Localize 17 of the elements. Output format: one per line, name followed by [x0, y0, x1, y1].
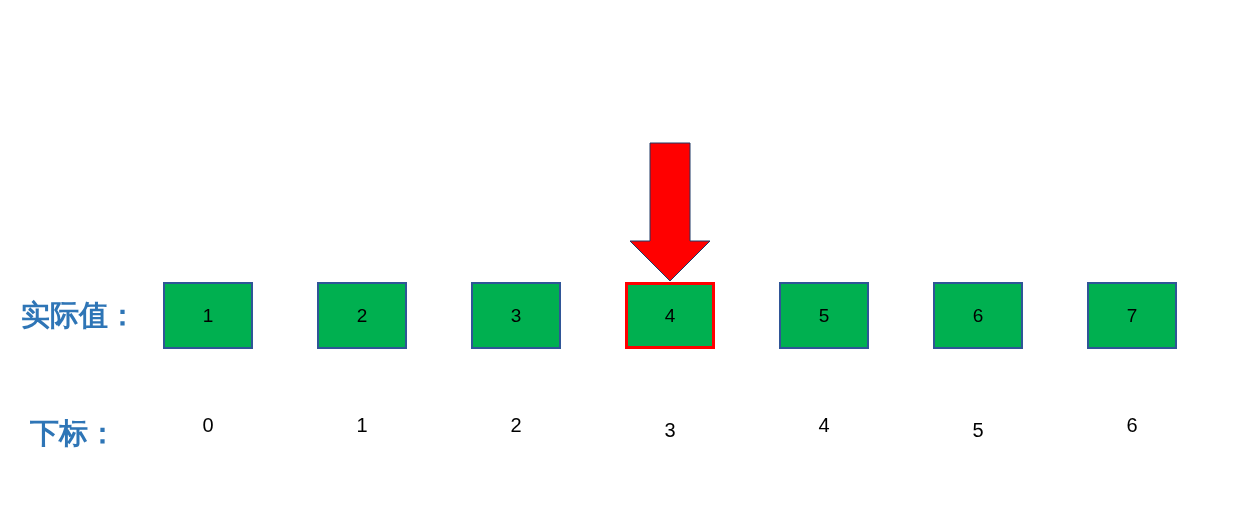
array-cell: 4 [625, 282, 715, 349]
arrow [629, 142, 711, 282]
array-cell: 5 [779, 282, 869, 349]
array-cell: 3 [471, 282, 561, 349]
index-number: 3 [663, 419, 677, 442]
array-cell: 2 [317, 282, 407, 349]
array-cell: 1 [163, 282, 253, 349]
index-number: 2 [509, 414, 523, 437]
index-number: 5 [971, 419, 985, 442]
index-number: 0 [201, 414, 215, 437]
index-number: 4 [817, 414, 831, 437]
array-cell: 7 [1087, 282, 1177, 349]
array-cell: 6 [933, 282, 1023, 349]
index-number: 1 [355, 414, 369, 437]
row-heading: 实际值： [21, 297, 137, 334]
index-number: 6 [1125, 414, 1139, 437]
row-heading: 下标： [30, 415, 117, 452]
